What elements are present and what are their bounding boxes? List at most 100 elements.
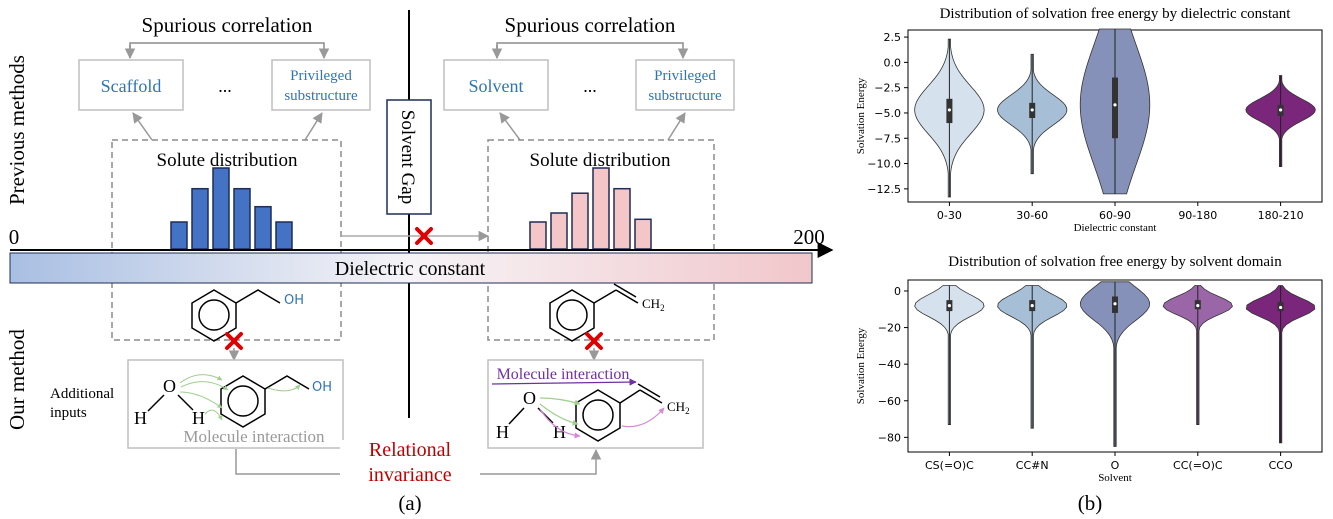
atom-h-left-2: H — [192, 408, 205, 428]
spurious-correlation-right: Spurious correlation — [505, 13, 676, 37]
x-tick-label: 0-30 — [937, 209, 962, 222]
x-tick-label: 180-210 — [1258, 209, 1304, 222]
privileged-box-right — [635, 59, 735, 111]
histogram-bar — [529, 221, 547, 250]
oh-label-bottom: OH — [312, 380, 332, 395]
solute-distribution-left: Solute distribution — [157, 150, 298, 171]
y-tick-label: −10.0 — [867, 158, 901, 171]
y-tick-label: 2.5 — [884, 31, 902, 44]
histogram-bar — [634, 218, 652, 250]
histogram-bar — [254, 205, 272, 250]
gap-cross-icon — [415, 227, 433, 245]
violin-median — [1113, 302, 1117, 306]
privileged-label-left-1: Privileged — [290, 68, 352, 84]
solvent-box — [443, 59, 549, 111]
caption-b: (b) — [1078, 491, 1103, 515]
upward-arrows — [132, 112, 686, 141]
interaction-arrows-right — [491, 378, 665, 439]
relational-invariance-2: invariance — [368, 464, 451, 486]
histogram-bar — [212, 167, 230, 250]
violin-median — [1030, 304, 1034, 308]
cross-icon-left — [225, 332, 243, 350]
atom-h-right-1: H — [496, 422, 509, 442]
solute-box-left — [111, 139, 342, 341]
histogram-bar — [170, 221, 188, 250]
dielectric-bar-label: Dielectric constant — [335, 258, 486, 280]
styrene-molecule — [549, 283, 639, 342]
solvent-gap-label: Solvent Gap — [397, 110, 418, 204]
y-axis-label: Solvation Energy — [855, 77, 867, 154]
y-tick-label: −2.5 — [874, 82, 901, 95]
x-tick-label: O — [1111, 459, 1120, 472]
privileged-label-right-2: substructure — [648, 88, 722, 104]
additional-inputs-label-1: Additional — [50, 386, 114, 402]
side-label-our-method: Our method — [5, 329, 29, 430]
violin-median — [947, 108, 952, 112]
axis-end-label: 200 — [793, 225, 825, 249]
y-axis-label: Solvation Energy — [855, 327, 867, 404]
ch2-label-bottom: CH2 — [667, 399, 690, 416]
histogram-bar — [592, 167, 610, 250]
y-tick-label: 0.0 — [884, 56, 902, 69]
privileged-label-right-1: Privileged — [654, 68, 716, 84]
histogram-bar — [550, 212, 568, 250]
atom-o-left: O — [163, 376, 176, 396]
scaffold-box — [78, 59, 184, 111]
violin-median — [1030, 108, 1034, 112]
x-axis-label: Solvent — [1098, 472, 1132, 484]
violin-median — [1279, 108, 1283, 112]
axis-start-label: 0 — [9, 225, 20, 249]
ellipsis-left: ... — [218, 76, 232, 96]
y-tick-label: −20 — [878, 322, 901, 335]
x-tick-label: CCO — [1269, 459, 1293, 472]
chart-title: Distribution of solvation free energy by… — [948, 254, 1282, 270]
benzyl-alcohol-molecule-2 — [220, 375, 310, 428]
spurious-bracket-right — [491, 42, 689, 60]
histogram-bar — [275, 221, 293, 250]
histogram-bar — [191, 187, 209, 250]
oh-label-top: OH — [284, 293, 304, 308]
violin-median — [1279, 305, 1283, 310]
interaction-box-right — [487, 359, 704, 449]
x-axis-label: Dielectric constant — [1074, 222, 1157, 234]
ch2-label-top: CH2 — [642, 296, 665, 313]
x-tick-label: 60-90 — [1099, 209, 1131, 222]
atom-h-left-1: H — [134, 408, 147, 428]
y-tick-label: −40 — [878, 358, 901, 371]
caption-a: (a) — [398, 491, 421, 515]
solute-distribution-right: Solute distribution — [530, 150, 671, 171]
privileged-box-left — [271, 59, 371, 111]
histogram-left — [170, 167, 293, 250]
violin-chart-solvent: Distribution of solvation free energy by… — [855, 254, 1323, 484]
y-tick-label: −5.0 — [874, 107, 901, 120]
x-tick-label: 90-180 — [1178, 209, 1217, 222]
spurious-bracket-left — [124, 42, 330, 60]
histogram-right — [529, 167, 652, 250]
y-tick-label: −7.5 — [874, 132, 901, 145]
x-tick-label: CC(=O)C — [1173, 459, 1223, 472]
spurious-correlation-left: Spurious correlation — [142, 13, 313, 37]
scaffold-label: Scaffold — [101, 76, 162, 96]
x-tick-label: CS(=O)C — [925, 459, 974, 472]
x-tick-label: CC#N — [1016, 459, 1049, 472]
violin-chart-dielectric: Distribution of solvation free energy by… — [855, 6, 1323, 234]
additional-inputs-label-2: inputs — [50, 405, 87, 421]
side-label-previous-methods: Previous methods — [5, 55, 29, 205]
ellipsis-right: ... — [583, 76, 597, 96]
histogram-bar — [233, 187, 251, 250]
interaction-box-left — [127, 359, 344, 449]
x-tick-label: 30-60 — [1016, 209, 1048, 222]
y-tick-label: −60 — [878, 395, 901, 408]
violin-iqr-box — [1112, 77, 1118, 139]
histogram-bar — [613, 187, 631, 250]
y-tick-label: 0 — [894, 285, 901, 298]
molecule-interaction-right: Molecule interaction — [497, 366, 630, 383]
relational-invariance-1: Relational — [369, 439, 452, 461]
privileged-label-left-2: substructure — [284, 88, 358, 104]
histogram-bar — [571, 192, 589, 250]
panel-b: Distribution of solvation free energy by… — [855, 6, 1323, 515]
solvent-gap-box — [386, 99, 432, 215]
cross-icon-right — [585, 332, 603, 350]
y-tick-label: −80 — [878, 431, 901, 444]
